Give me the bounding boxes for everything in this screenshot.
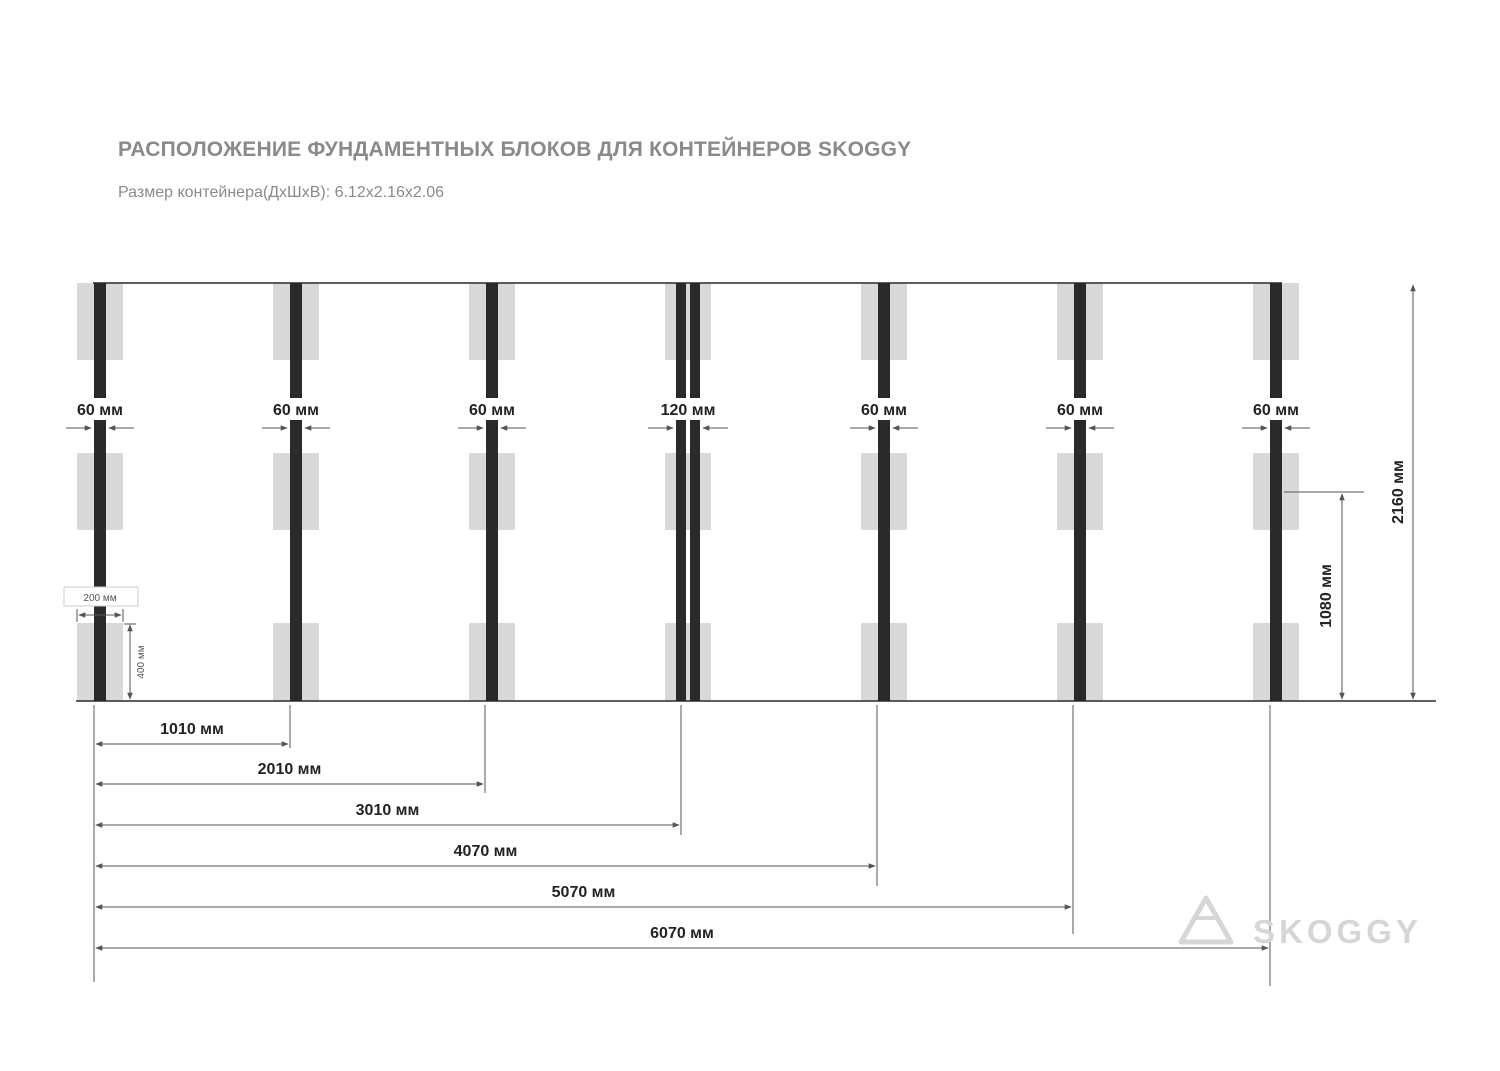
total-height-label: 2160 мм — [1390, 460, 1407, 524]
gap-label-bg — [1247, 398, 1305, 420]
container-beam — [676, 283, 686, 701]
container-beams — [94, 283, 1282, 701]
container-beam — [1270, 283, 1282, 701]
height-dimensions: 1080 мм 2160 мм — [1284, 284, 1416, 700]
gap-label-bg — [463, 398, 521, 420]
foundation-blocks — [77, 283, 1299, 701]
foundation-block — [665, 283, 711, 360]
gap-label: 60 мм — [1057, 402, 1103, 419]
distance-dimensions: 1010 мм 2010 мм 3010 мм 4070 мм 5070 мм 6070 … — [93, 705, 1271, 986]
gap-label-bg — [71, 398, 129, 420]
container-beam — [1074, 283, 1086, 701]
container-beam — [94, 283, 106, 701]
distance-label: 1010 мм — [160, 721, 224, 738]
block-width-label: 200 мм — [83, 593, 116, 604]
container-beam — [878, 283, 890, 701]
block-width-label-box — [63, 586, 139, 607]
container-beam — [690, 283, 700, 701]
skoggy-logo: SKOGGY — [1178, 895, 1422, 950]
page-title: РАСПОЛОЖЕНИЕ ФУНДАМЕНТНЫХ БЛОКОВ ДЛЯ КОН… — [118, 138, 912, 161]
distance-label: 2010 мм — [258, 761, 322, 778]
gap-label: 60 мм — [273, 402, 319, 419]
skoggy-logo-text: SKOGGY — [1253, 913, 1422, 950]
gap-label-bg — [267, 398, 325, 420]
distance-label: 5070 мм — [552, 884, 616, 901]
container-beam — [290, 283, 302, 701]
gap-label: 60 мм — [1253, 402, 1299, 419]
page-subtitle: Размер контейнера(ДхШхВ): 6.12x2.16x2.06 — [118, 184, 445, 201]
container-beam — [486, 283, 498, 701]
gap-label-bg — [656, 398, 720, 420]
foundation-block — [665, 453, 711, 530]
skoggy-mountain-icon — [1178, 895, 1234, 945]
gap-label: 60 мм — [861, 402, 907, 419]
gap-label-bg — [855, 398, 913, 420]
foundation-block — [665, 623, 711, 701]
block-height-label: 400 мм — [136, 645, 147, 678]
distance-label: 3010 мм — [356, 802, 420, 819]
gap-label: 60 мм — [469, 402, 515, 419]
half-height-label: 1080 мм — [1318, 564, 1335, 628]
gap-label: 120 мм — [661, 402, 716, 419]
block-size-dimensions: 200 мм 400 мм — [63, 586, 147, 700]
distance-label: 6070 мм — [650, 925, 714, 942]
distance-label: 4070 мм — [454, 843, 518, 860]
beam-gap-dimensions: 60 мм 60 мм 60 мм 120 мм 60 мм 60 мм 60 мм — [66, 398, 1310, 431]
gap-label: 60 мм — [77, 402, 123, 419]
gap-label-bg — [1051, 398, 1109, 420]
